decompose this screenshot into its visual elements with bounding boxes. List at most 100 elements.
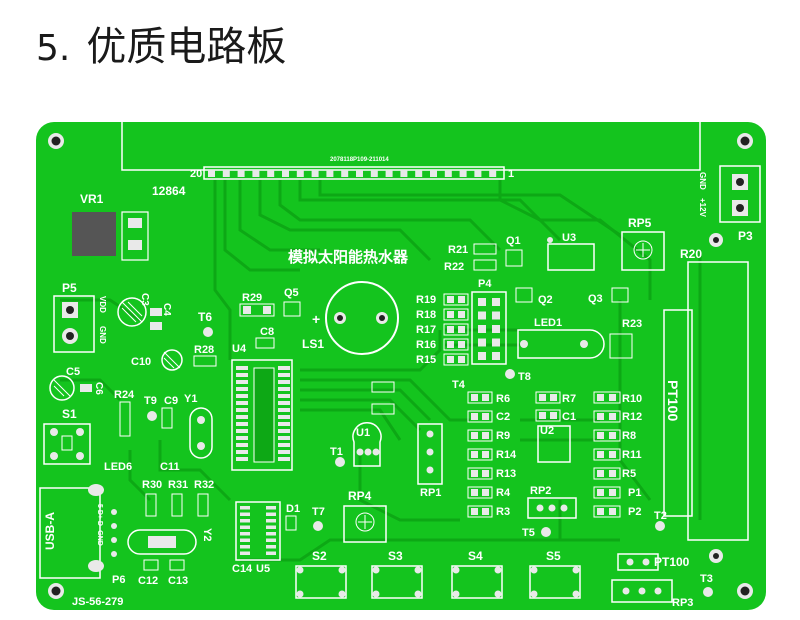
p5-label: P5 [62, 281, 77, 295]
r4-label: R4 [496, 487, 511, 499]
rp5-label: RP5 [628, 216, 652, 230]
pad [341, 170, 349, 177]
y2-label: Y2 [201, 528, 213, 541]
pad [278, 366, 290, 370]
pad [471, 432, 478, 439]
pad [535, 391, 561, 404]
pad [385, 170, 393, 177]
pad [482, 489, 489, 496]
pt100-label: PT100 [665, 380, 681, 421]
pad [266, 512, 276, 516]
u5-label: U5 [256, 563, 270, 575]
pad [278, 394, 290, 398]
pad [467, 410, 493, 423]
pad [278, 380, 290, 384]
pad [443, 353, 469, 366]
pad [609, 432, 616, 439]
pad [492, 338, 500, 347]
pad [492, 311, 500, 320]
pad [236, 429, 248, 433]
pad [240, 506, 250, 510]
heading-title: 优质电路板 [86, 24, 287, 70]
pad [539, 394, 546, 401]
u2-label: U2 [540, 425, 554, 437]
pad [593, 486, 621, 499]
r30-label: R30 [142, 479, 162, 491]
q1-label: Q1 [506, 235, 521, 247]
p6-label: P6 [112, 574, 125, 586]
pad [236, 373, 248, 377]
c5-label: C5 [66, 366, 80, 378]
pad [278, 429, 290, 433]
r5-label: R5 [622, 468, 636, 480]
pad [550, 394, 557, 401]
pad [282, 170, 289, 177]
rp3-label: RP3 [672, 597, 693, 609]
u1-label: U1 [356, 427, 370, 439]
pad [430, 170, 437, 177]
pad [478, 338, 486, 347]
u4-outline [231, 359, 293, 471]
r16-label: R16 [416, 339, 436, 351]
t5-label: T5 [522, 527, 535, 539]
t9-label: T9 [144, 395, 157, 407]
pad [539, 412, 546, 419]
r28-label: R28 [194, 344, 214, 356]
p4-label: P4 [478, 278, 492, 290]
pad [278, 401, 290, 405]
vdd-label: VDD [98, 296, 107, 313]
lcd-outline [121, 122, 701, 171]
t3-label: T3 [700, 573, 713, 585]
pad [471, 394, 478, 401]
r14-label: R14 [496, 449, 517, 461]
r19-label: R19 [416, 294, 436, 306]
lcd-pin-last: 1 [508, 168, 514, 180]
t6-label: T6 [198, 310, 212, 324]
r31-label: R31 [168, 479, 188, 491]
c12-label: C12 [138, 575, 158, 587]
r7-label: R7 [562, 393, 576, 405]
page-heading: 5. 优质电路板 [36, 14, 286, 72]
s1-label: S1 [62, 407, 77, 421]
pad [467, 391, 493, 404]
pad [447, 326, 454, 333]
pad [443, 338, 469, 351]
pad [482, 432, 489, 439]
pad [478, 311, 486, 320]
pad [597, 508, 604, 515]
s4-label: S4 [468, 549, 483, 563]
rp4-label: RP4 [348, 489, 372, 503]
pad [267, 170, 275, 177]
pad [471, 489, 478, 496]
r15-label: R15 [416, 354, 436, 366]
gnd-label: GND [98, 326, 107, 344]
pad [278, 422, 290, 426]
pad [593, 505, 621, 518]
pad [278, 415, 290, 419]
lcd-pin-first: 20 [190, 168, 202, 180]
pad [597, 394, 604, 401]
pad [236, 394, 248, 398]
ls1-plus: + [312, 311, 320, 327]
pad [444, 170, 452, 177]
pad [240, 538, 250, 542]
t4-label: T4 [452, 379, 466, 391]
mounting-holes [48, 133, 753, 599]
r10-label: R10 [622, 393, 642, 405]
pad [326, 170, 334, 177]
pad [236, 415, 248, 419]
r20-label: R20 [680, 247, 702, 261]
y1-label: Y1 [184, 393, 197, 405]
r8-label: R8 [622, 430, 636, 442]
p2-label: P2 [628, 506, 641, 518]
pad [609, 470, 616, 477]
q5-label: Q5 [284, 287, 299, 299]
pad [236, 436, 248, 440]
pad [236, 366, 248, 370]
t7-label: T7 [312, 506, 325, 518]
r21-label: R21 [448, 244, 468, 256]
pad [296, 170, 304, 177]
pad [467, 486, 493, 499]
t2-label: T2 [654, 510, 667, 522]
c9-label: C9 [164, 395, 178, 407]
